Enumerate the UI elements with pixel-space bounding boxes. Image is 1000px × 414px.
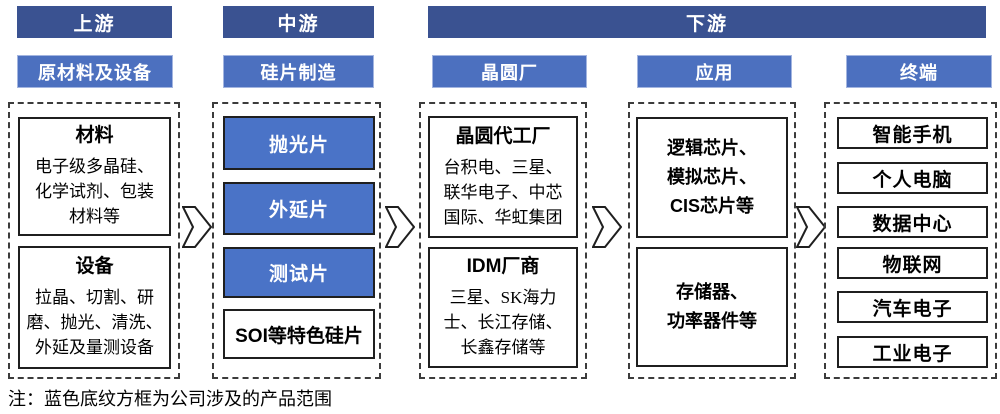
box-idm-title: IDM厂商 xyxy=(466,256,540,277)
stage-header-downstream: 下游 xyxy=(428,6,986,38)
flow-arrow-icon xyxy=(796,206,826,248)
segment-header-application: 应用 xyxy=(637,55,792,88)
box-materials-title: 材料 xyxy=(75,125,114,146)
column-fab xyxy=(419,102,587,379)
box-data-center: 数据中心 xyxy=(837,206,988,238)
stage-header-midstream: 中游 xyxy=(223,6,374,38)
box-soi-wafer: SOI等特色硅片 xyxy=(223,309,375,359)
column-terminal xyxy=(824,102,997,379)
flow-arrow-icon xyxy=(182,206,212,248)
box-materials: 材料 电子级多晶硅、 化学试剂、包装 材料等 xyxy=(18,117,171,236)
box-automotive-electronics: 汽车电子 xyxy=(837,291,988,323)
box-smartphone: 智能手机 xyxy=(837,117,988,149)
box-idm: IDM厂商 三星、SK海力 士、长江存储、 长鑫存储等 xyxy=(428,247,578,368)
stage-header-upstream: 上游 xyxy=(17,6,172,38)
box-logic-analog-cis-chips: 逻辑芯片、 模拟芯片、 CIS芯片等 xyxy=(636,117,788,238)
box-industrial-electronics: 工业电子 xyxy=(837,336,988,368)
box-materials-body: 电子级多晶硅、 化学试剂、包装 材料等 xyxy=(35,157,154,226)
column-wafer-manufacturing xyxy=(212,102,381,379)
box-iot: 物联网 xyxy=(837,247,988,279)
box-foundry-title: 晶圆代工厂 xyxy=(455,125,551,147)
segment-header-wafer-manufacturing: 硅片制造 xyxy=(223,55,374,88)
box-epitaxial-wafer: 外延片 xyxy=(223,182,375,235)
box-foundry: 晶圆代工厂 台积电、三星、 联华电子、中芯 国际、华虹集团 xyxy=(428,116,578,238)
box-personal-computer: 个人电脑 xyxy=(837,162,988,194)
segment-header-fab: 晶圆厂 xyxy=(432,55,587,88)
footnote: 注：蓝色底纹方框为公司涉及的产品范围 xyxy=(8,389,332,409)
box-equipment-title: 设备 xyxy=(75,256,114,277)
flow-arrow-icon xyxy=(592,206,622,248)
box-foundry-body: 台积电、三星、 联华电子、中芯 国际、华虹集团 xyxy=(443,157,563,227)
box-idm-body: 三星、SK海力 士、长江存储、 长鑫存储等 xyxy=(443,288,563,357)
segment-header-raw-materials-equipment: 原材料及设备 xyxy=(17,55,173,88)
box-memory-power-devices: 存储器、 功率器件等 xyxy=(636,247,788,367)
column-raw-materials-equipment xyxy=(8,102,180,379)
column-application xyxy=(628,102,796,379)
box-equipment-body: 拉晶、切割、研 磨、抛光、清洗、 外延及量测设备 xyxy=(26,288,163,357)
box-test-wafer: 测试片 xyxy=(223,247,375,298)
flow-arrow-icon xyxy=(385,206,415,248)
segment-header-terminal: 终端 xyxy=(846,55,992,88)
box-equipment: 设备 拉晶、切割、研 磨、抛光、清洗、 外延及量测设备 xyxy=(18,246,171,369)
box-polished-wafer: 抛光片 xyxy=(223,116,375,170)
